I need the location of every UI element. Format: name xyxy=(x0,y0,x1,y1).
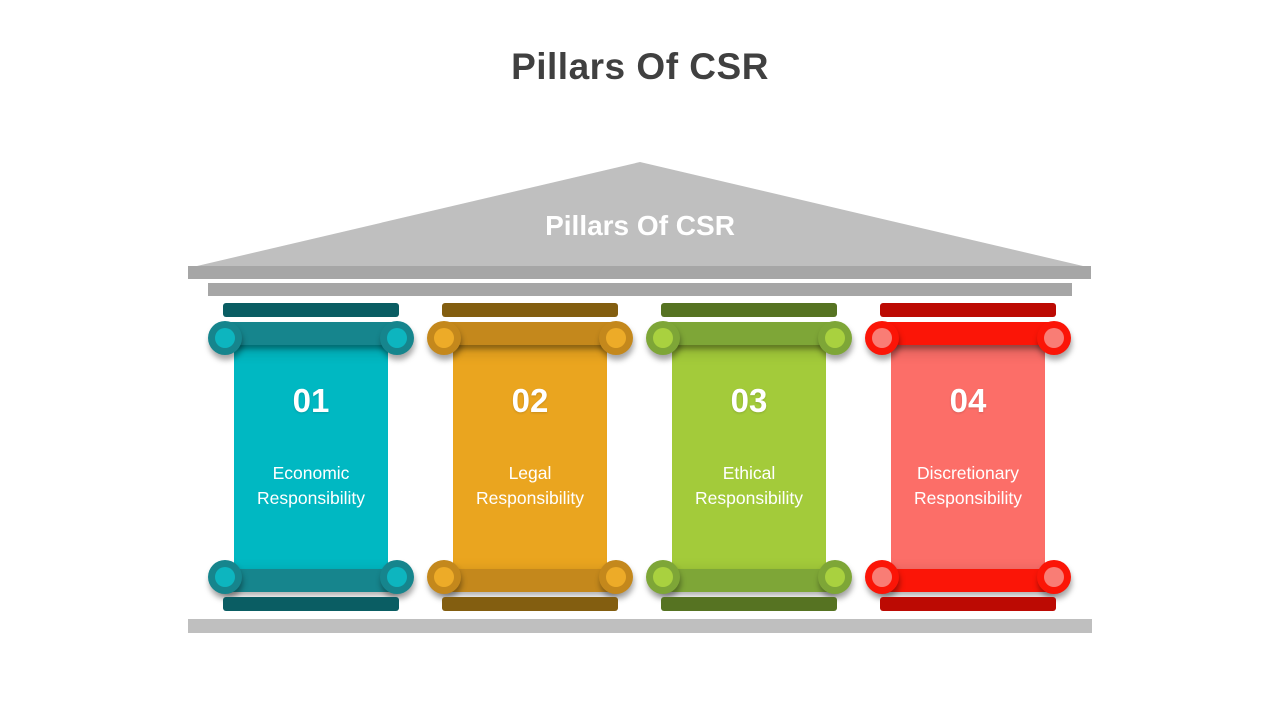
capital-scroll-right-icon xyxy=(380,321,414,355)
scroll-knob-icon xyxy=(825,567,845,587)
capital-bar xyxy=(437,569,623,592)
capital-bar xyxy=(218,569,404,592)
page-title: Pillars Of CSR xyxy=(511,46,769,87)
capital-bar xyxy=(656,322,842,345)
scroll-knob-icon xyxy=(215,567,235,587)
scroll-knob-icon xyxy=(387,567,407,587)
pillar-abacus-bottom xyxy=(880,597,1056,611)
capital-scroll-left-icon xyxy=(865,560,899,594)
capital-scroll-right-icon xyxy=(818,321,852,355)
capital-scroll-right-icon xyxy=(1037,560,1071,594)
scroll-knob-icon xyxy=(872,567,892,587)
pillar-number: 02 xyxy=(511,382,549,419)
pillar-capital-top xyxy=(865,321,1071,355)
capital-bar xyxy=(218,322,404,345)
pillar-label: Ethical Responsibility xyxy=(695,463,803,508)
pillar-abacus-top xyxy=(661,303,837,317)
pillar-column: 04 Discretionary Responsibility xyxy=(891,339,1045,577)
entablature-bar-lower xyxy=(208,283,1072,296)
roof-pediment: Pillars Of CSR xyxy=(197,162,1083,266)
pillar-capital-bottom xyxy=(208,560,414,594)
capital-scroll-right-icon xyxy=(599,560,633,594)
pillar-01: 01 Economic Responsibility xyxy=(208,303,414,611)
pillar-abacus-top xyxy=(223,303,399,317)
capital-scroll-left-icon xyxy=(646,560,680,594)
scroll-knob-icon xyxy=(1044,567,1064,587)
capital-bar xyxy=(656,569,842,592)
capital-scroll-left-icon xyxy=(865,321,899,355)
capital-scroll-right-icon xyxy=(1037,321,1071,355)
capital-scroll-right-icon xyxy=(818,560,852,594)
pillar-04: 04 Discretionary Responsibility xyxy=(865,303,1071,611)
pillar-abacus-bottom xyxy=(442,597,618,611)
pillar-label: Legal Responsibility xyxy=(476,463,584,508)
scroll-knob-icon xyxy=(1044,328,1064,348)
pillar-column: 01 Economic Responsibility xyxy=(234,339,388,577)
scroll-knob-icon xyxy=(653,567,673,587)
pillar-abacus-top xyxy=(880,303,1056,317)
scroll-knob-icon xyxy=(872,328,892,348)
pillar-capital-top xyxy=(427,321,633,355)
capital-scroll-left-icon xyxy=(427,560,461,594)
capital-scroll-right-icon xyxy=(599,321,633,355)
scroll-knob-icon xyxy=(434,328,454,348)
pillar-capital-top xyxy=(646,321,852,355)
scroll-knob-icon xyxy=(434,567,454,587)
pillar-label: Discretionary Responsibility xyxy=(914,463,1022,508)
capital-scroll-left-icon xyxy=(427,321,461,355)
scroll-knob-icon xyxy=(387,328,407,348)
pillar-capital-top xyxy=(208,321,414,355)
scroll-knob-icon xyxy=(653,328,673,348)
capital-scroll-left-icon xyxy=(208,560,242,594)
capital-scroll-left-icon xyxy=(646,321,680,355)
pillar-capital-bottom xyxy=(427,560,633,594)
pillar-02: 02 Legal Responsibility xyxy=(427,303,633,611)
pillar-abacus-top xyxy=(442,303,618,317)
pillar-03: 03 Ethical Responsibility xyxy=(646,303,852,611)
scroll-knob-icon xyxy=(215,328,235,348)
pillar-column: 03 Ethical Responsibility xyxy=(672,339,826,577)
capital-bar xyxy=(437,322,623,345)
capital-scroll-right-icon xyxy=(380,560,414,594)
pillar-column: 02 Legal Responsibility xyxy=(453,339,607,577)
pillar-number: 04 xyxy=(949,382,987,419)
roof-label: Pillars Of CSR xyxy=(545,210,735,241)
pillar-label: Economic Responsibility xyxy=(257,463,365,508)
pillar-capital-bottom xyxy=(646,560,852,594)
scroll-knob-icon xyxy=(606,567,626,587)
entablature-bar-upper xyxy=(188,266,1091,279)
pillar-number: 03 xyxy=(730,382,768,419)
pillar-number: 01 xyxy=(292,382,330,419)
scroll-knob-icon xyxy=(825,328,845,348)
scroll-knob-icon xyxy=(606,328,626,348)
capital-scroll-left-icon xyxy=(208,321,242,355)
capital-bar xyxy=(875,569,1061,592)
foundation-bar xyxy=(188,619,1092,633)
pillar-abacus-bottom xyxy=(223,597,399,611)
pillar-abacus-bottom xyxy=(661,597,837,611)
pillar-capital-bottom xyxy=(865,560,1071,594)
capital-bar xyxy=(875,322,1061,345)
